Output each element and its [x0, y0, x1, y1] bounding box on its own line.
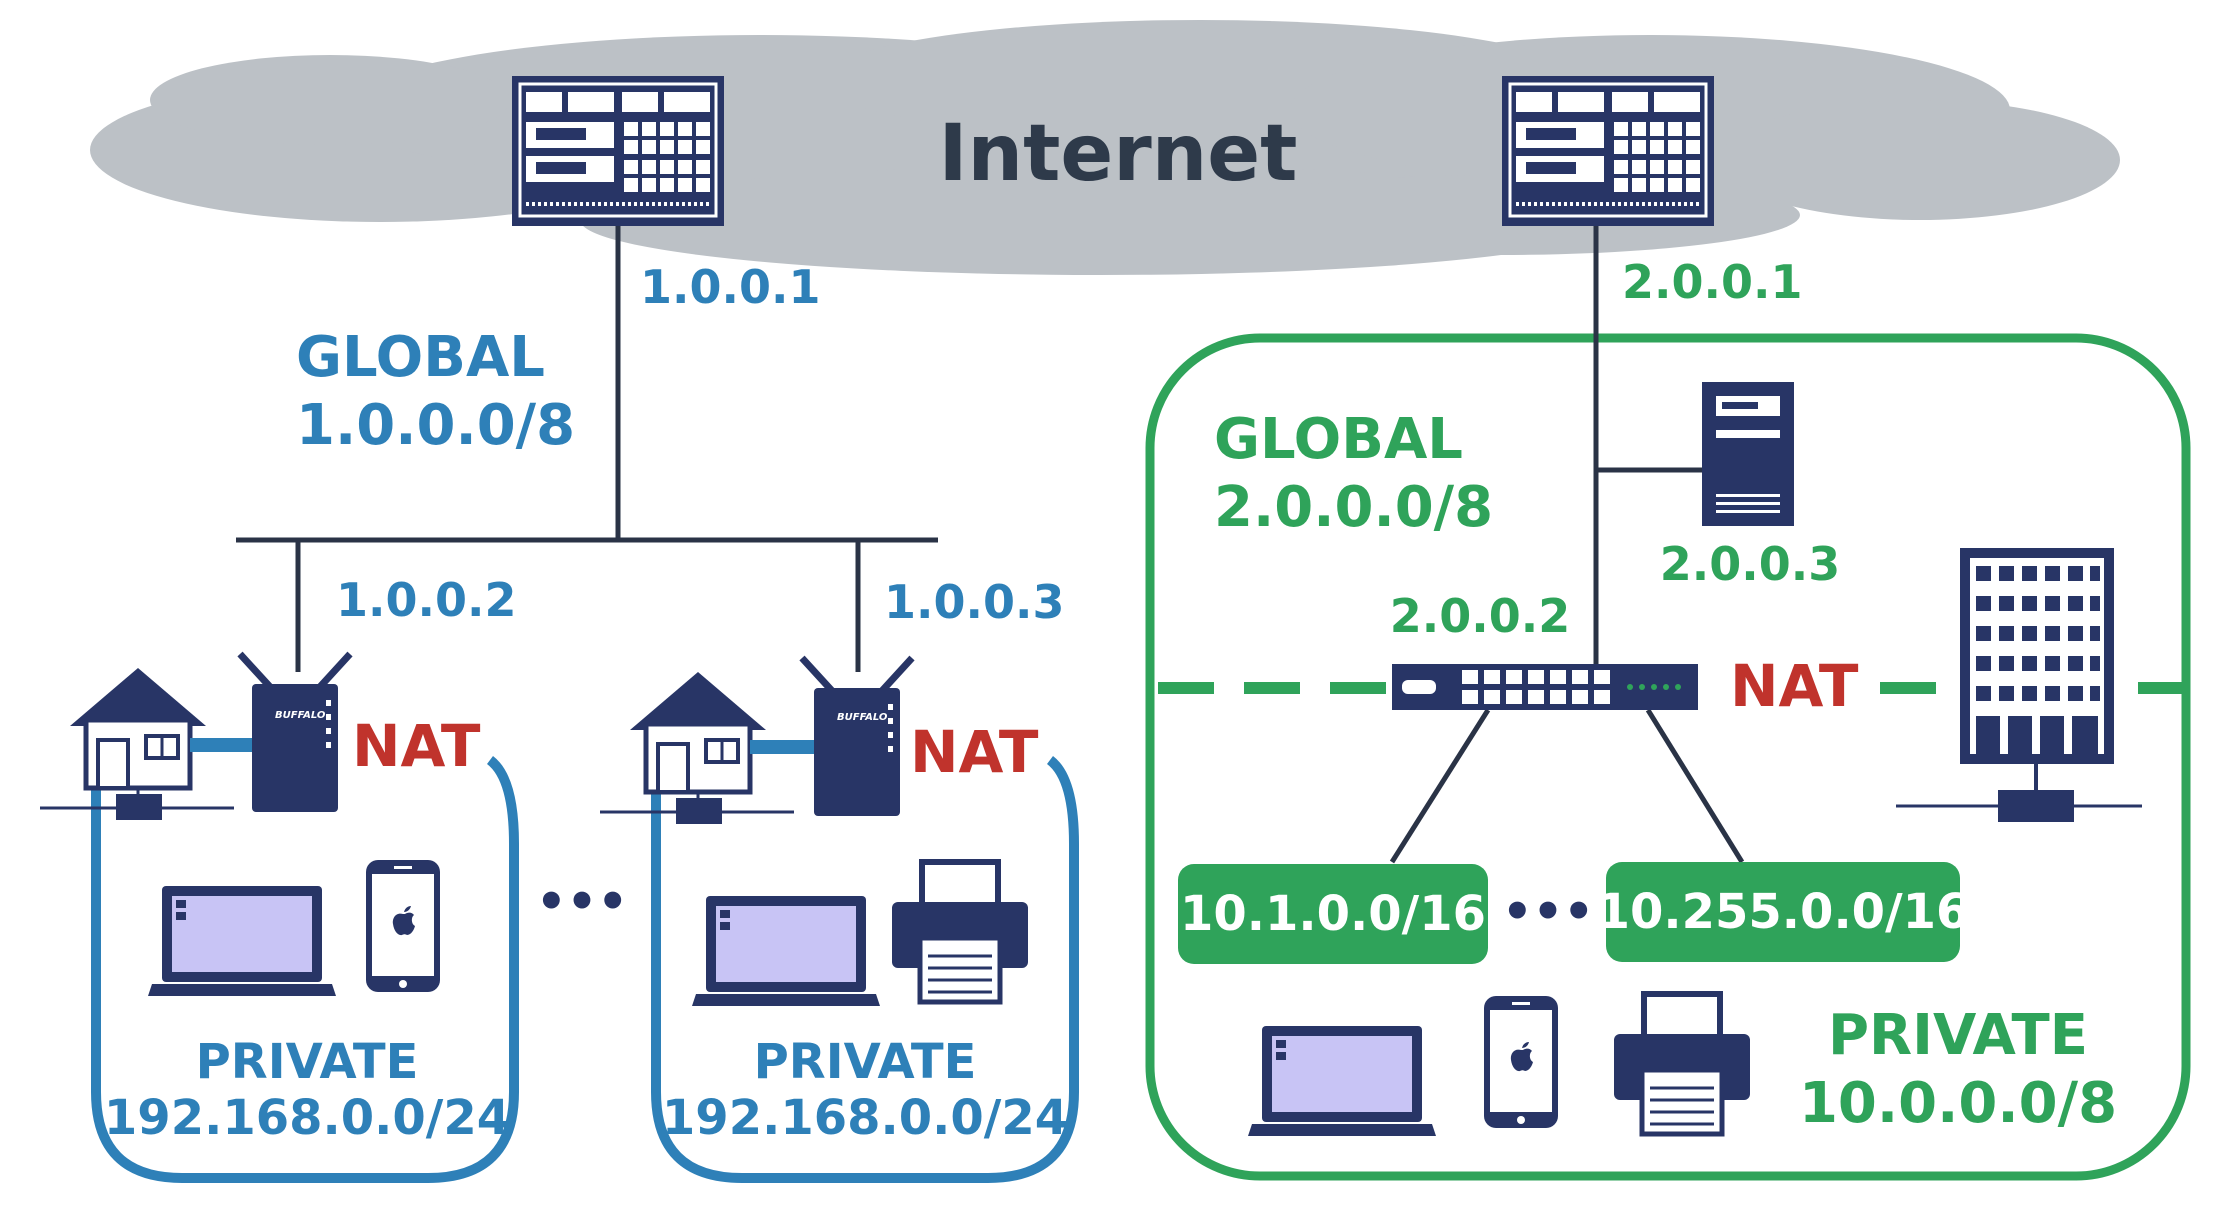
house-icon: [70, 668, 206, 788]
printer-icon: [1614, 994, 1750, 1134]
wifi-router-icon: [240, 654, 350, 812]
left-global-wiring: [236, 222, 938, 672]
right-wiring: [1389, 222, 1745, 864]
right-router-ip: 2.0.0.1: [1622, 255, 1802, 309]
home1-private-boundary: [91, 756, 519, 1183]
home2-private-subnet: 192.168.0.0/24: [662, 1090, 1068, 1146]
home2-private-label: PRIVATE: [754, 1034, 977, 1090]
home2-nat-label: NAT: [910, 718, 1039, 786]
wifi-router-icon: [802, 658, 912, 816]
right-private-label: PRIVATE: [1828, 1003, 2088, 1068]
office-building-icon: [1896, 548, 2142, 822]
home2-group: BUFFALO NAT PRIVATE 192.168.0.0/24: [598, 658, 1079, 1183]
right-internet-router-icon: [1500, 74, 1716, 228]
smartphone-icon: [1484, 996, 1558, 1128]
internet-label: Internet: [939, 109, 1298, 199]
right-nat-label: NAT: [1730, 652, 1859, 720]
smartphone-icon: [366, 860, 440, 992]
right-private-subnet: 10.0.0.0/8: [1799, 1071, 2117, 1136]
right-global-boundary: [1145, 333, 2191, 1181]
left-router-ip: 1.0.0.1: [640, 260, 820, 314]
right-global-subnet: 2.0.0.0/8: [1214, 475, 1493, 540]
printer-icon: [892, 862, 1028, 1002]
left-internet-router-icon: [510, 74, 726, 228]
home1-private-label: PRIVATE: [196, 1034, 419, 1090]
house-icon: [630, 672, 766, 792]
subnet-pill-a: [1178, 864, 1488, 964]
laptop-icon: [148, 886, 336, 996]
left-global-subnet: 1.0.0.0/8: [296, 393, 575, 458]
left-global-label: GLOBAL: [296, 325, 545, 390]
home1-group: BUFFALO NAT PRIVATE 192.168.0.0/24: [38, 654, 519, 1183]
nat-switch-icon: [1392, 664, 1698, 710]
house-link-cable: [190, 738, 252, 752]
home1-private-subnet: 192.168.0.0/24: [104, 1090, 510, 1146]
right-ellipsis: •••: [1502, 884, 1594, 940]
laptop-icon: [1248, 1026, 1436, 1136]
home1-ip: 1.0.0.2: [336, 573, 516, 627]
server-icon: [1702, 382, 1794, 526]
server-ip: 2.0.0.3: [1660, 537, 1840, 591]
right-global-label: GLOBAL: [1214, 407, 1463, 472]
home2-private-boundary: [651, 756, 1079, 1183]
home2-ip: 1.0.0.3: [884, 575, 1064, 629]
house-link-cable: [750, 740, 814, 754]
left-ellipsis: •••: [536, 874, 628, 930]
wifi-router-brand: BUFFALO: [275, 710, 326, 721]
subnet-b-label: 10.255.0.0/16: [1597, 884, 1970, 940]
subnet-a-label: 10.1.0.0/16: [1180, 886, 1486, 942]
wifi-router-brand: BUFFALO: [837, 712, 888, 723]
laptop-icon: [692, 896, 880, 1006]
nat-device-ip: 2.0.0.2: [1390, 589, 1570, 643]
home1-nat-label: NAT: [352, 712, 481, 780]
subnet-pill-b: [1606, 862, 1960, 962]
